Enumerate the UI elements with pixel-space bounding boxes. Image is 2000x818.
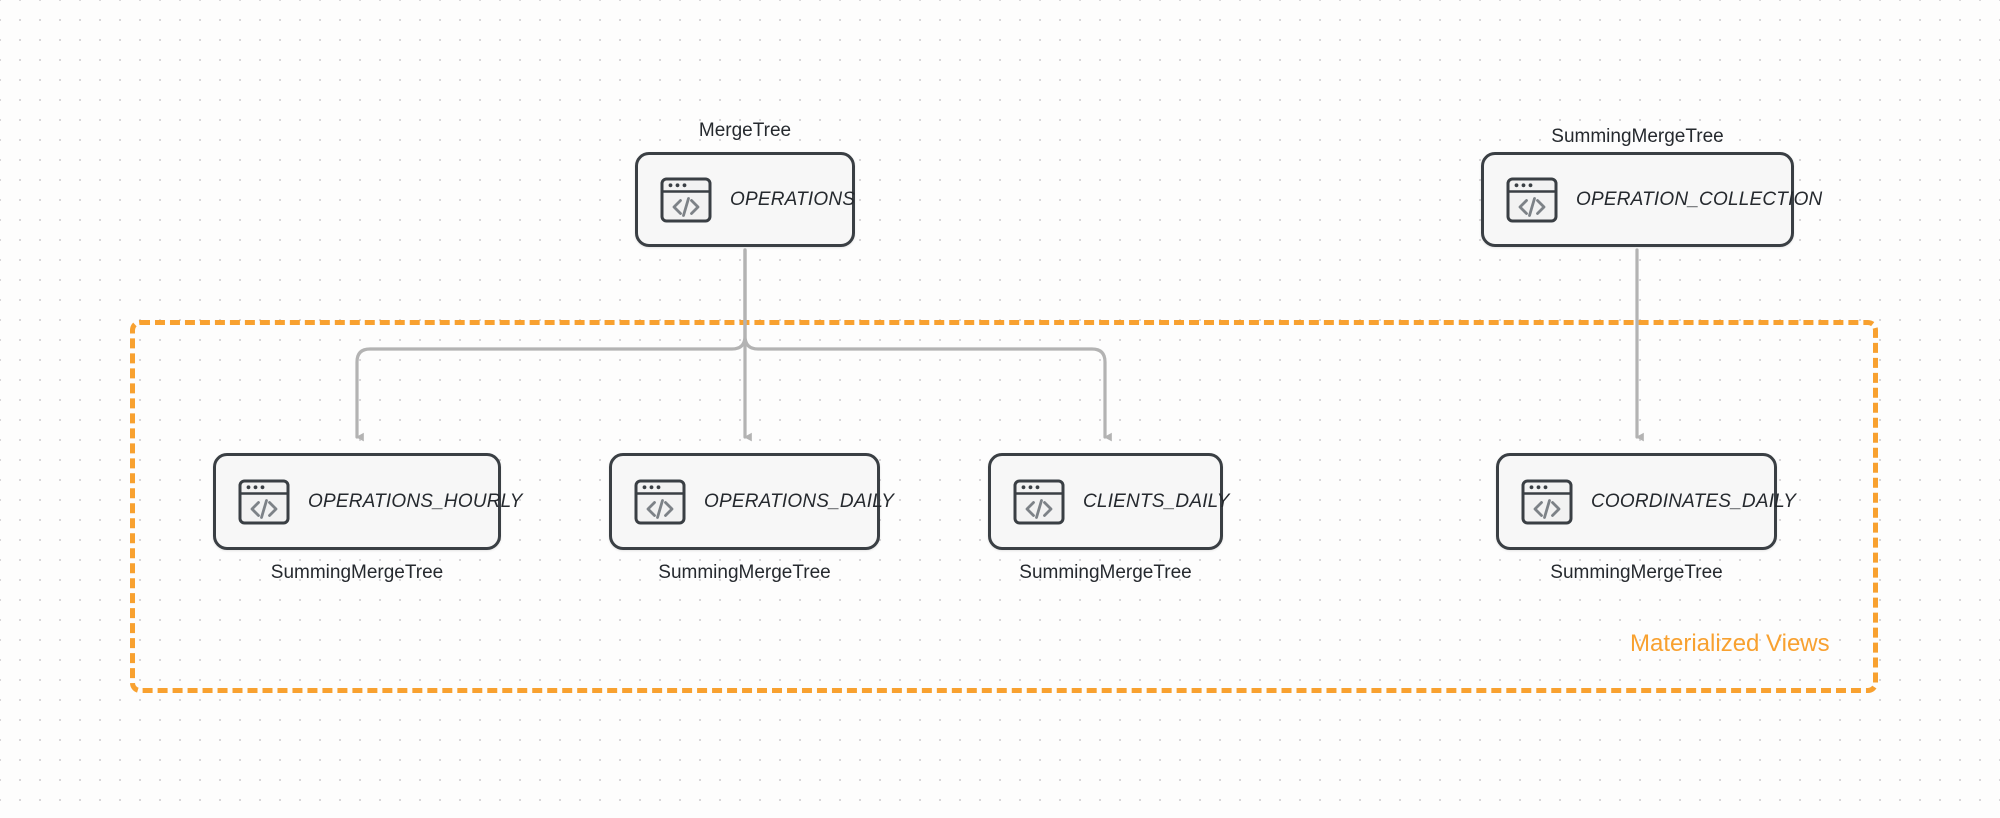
node-label-clients_daily: CLIENTS_DAILY	[1083, 490, 1230, 512]
code-window-icon	[238, 479, 290, 524]
node-operations[interactable]: OPERATIONS	[635, 152, 855, 247]
engine-label-operations_hourly: SummingMergeTree	[270, 562, 444, 583]
node-label-operations_daily: OPERATIONS_DAILY	[704, 490, 895, 512]
node-label-coordinates_daily: COORDINATES_DAILY	[1591, 490, 1797, 512]
code-window-icon	[1013, 479, 1065, 524]
node-clients_daily[interactable]: CLIENTS_DAILY	[988, 453, 1229, 550]
code-window-icon	[660, 177, 712, 222]
engine-label-operation_collection: SummingMergeTree	[1551, 126, 1724, 147]
code-window-icon	[1506, 177, 1558, 222]
node-label-operation_collection: OPERATION_COLLECTION	[1576, 188, 1823, 210]
code-window-icon	[1521, 479, 1573, 524]
engine-label-coordinates_daily: SummingMergeTree	[1550, 562, 1723, 583]
node-operations_daily[interactable]: OPERATIONS_DAILY	[609, 453, 894, 550]
node-operations_hourly[interactable]: OPERATIONS_HOURLY	[213, 453, 522, 550]
node-operation_collection[interactable]: OPERATION_COLLECTION	[1481, 152, 1822, 247]
engine-label-clients_daily: SummingMergeTree	[1019, 562, 1192, 583]
node-coordinates_daily[interactable]: COORDINATES_DAILY	[1496, 453, 1796, 550]
node-label-operations_hourly: OPERATIONS_HOURLY	[308, 490, 523, 512]
engine-label-operations: MergeTree	[698, 120, 792, 141]
node-label-operations: OPERATIONS	[730, 188, 856, 210]
materialized-views-label: Materialized Views	[1630, 630, 1830, 657]
code-window-icon	[634, 479, 686, 524]
engine-label-operations_daily: SummingMergeTree	[658, 562, 831, 583]
